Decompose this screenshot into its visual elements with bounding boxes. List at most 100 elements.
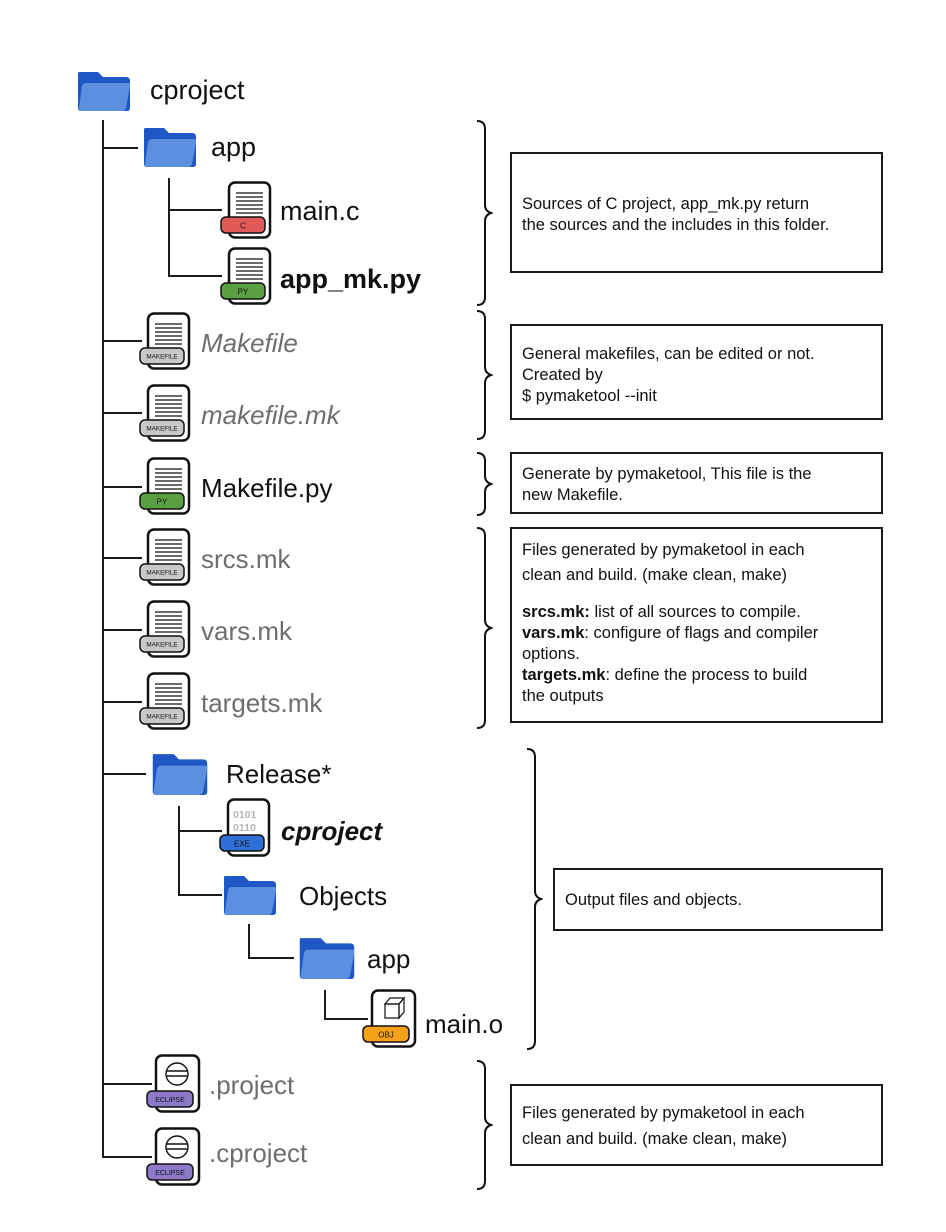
svg-text:PY: PY	[238, 288, 249, 297]
svg-text:OBJ: OBJ	[378, 1031, 394, 1040]
app-folder-label: app	[211, 132, 257, 162]
note-generated-vars: vars.mk: configure of flags and compiler	[522, 623, 871, 644]
targets-mk-label: targets.mk	[201, 688, 323, 718]
branch-line-exe	[178, 830, 222, 832]
note-sources-line2: the sources and the includes in this fol…	[522, 216, 830, 234]
note-spacer	[522, 586, 871, 602]
svg-text:ECLIPSE: ECLIPSE	[155, 1097, 185, 1104]
note-eclipse-line1: Files generated by pymaketool in each	[522, 1104, 805, 1122]
branch-line-objects	[178, 894, 222, 896]
svg-text:0110: 0110	[233, 822, 256, 834]
note-makefiles-line1: General makefiles, can be edited or not.	[522, 345, 815, 363]
root-folder-label: cproject	[150, 75, 245, 105]
note-output: Output files and objects.	[553, 868, 883, 931]
brace-makefiles	[475, 310, 493, 440]
main-c-label: main.c	[280, 196, 360, 226]
objects-folder-label: Objects	[299, 881, 388, 911]
branch-line-dot-cproject	[102, 1156, 152, 1158]
srcs-desc: list of all sources to compile.	[589, 603, 801, 621]
svg-text:EXE: EXE	[234, 840, 250, 849]
note-eclipse: Files generated by pymaketool in each cl…	[510, 1084, 883, 1166]
trunk-line-root	[102, 120, 104, 1158]
svg-text:C: C	[240, 222, 246, 231]
note-makefiles-line3: $ pymaketool --init	[522, 387, 657, 405]
dot-cproject-label: .cproject	[209, 1138, 308, 1168]
vars-key: vars.mk	[522, 624, 585, 642]
svg-text:MAKEFILE: MAKEFILE	[146, 354, 177, 361]
note-generated-targets: targets.mk: define the process to build	[522, 665, 871, 686]
brace-eclipse	[475, 1060, 493, 1190]
makefile-py-label: Makefile.py	[201, 473, 333, 503]
branch-line-objects-app	[248, 957, 294, 959]
branch-line-vars-mk	[102, 629, 142, 631]
folder-icon	[222, 874, 278, 916]
trunk-line-objects-app	[324, 990, 326, 1020]
branch-line-makefile-mk	[102, 412, 142, 414]
trunk-line-objects	[248, 924, 250, 959]
branch-line-release	[102, 773, 146, 775]
binary-file-icon: 0101 0110 EXE	[219, 798, 271, 858]
svg-text:MAKEFILE: MAKEFILE	[146, 714, 177, 721]
note-sources-line1: Sources of C project, app_mk.py return	[522, 195, 810, 213]
branch-line-srcs-mk	[102, 557, 142, 559]
folder-icon	[76, 70, 132, 112]
branch-line-main-c	[168, 209, 222, 211]
folder-icon	[150, 752, 210, 796]
folder-icon	[142, 126, 198, 168]
note-eclipse-line2: clean and build. (make clean, make)	[522, 1130, 788, 1148]
svg-text:ECLIPSE: ECLIPSE	[155, 1170, 185, 1177]
srcs-key: srcs.mk:	[522, 603, 590, 621]
svg-text:MAKEFILE: MAKEFILE	[146, 570, 177, 577]
note-sources: Sources of C project, app_mk.py return t…	[510, 152, 883, 273]
dot-project-label: .project	[209, 1070, 295, 1100]
app-mk-label: app_mk.py	[280, 264, 422, 294]
trunk-line-release	[178, 806, 180, 896]
branch-line-makefile	[102, 340, 142, 342]
eclipse-file-icon: ECLIPSE	[146, 1127, 202, 1187]
objects-app-folder-label: app	[367, 944, 411, 974]
vars-desc: : configure of flags and compiler	[584, 624, 819, 642]
makefile-label: Makefile	[201, 328, 298, 358]
note-makefiles: General makefiles, can be edited or not.…	[510, 324, 883, 420]
brace-makefile-py	[475, 452, 493, 516]
note-generated-targets2: the outputs	[522, 687, 604, 705]
file-icon: MAKEFILE	[139, 600, 191, 658]
brace-generated	[475, 527, 493, 729]
branch-line-app-mk	[168, 275, 222, 277]
exe-label: cproject	[281, 816, 383, 846]
vars-mk-label: vars.mk	[201, 616, 292, 646]
trunk-line-app	[168, 178, 170, 277]
cube-file-icon: OBJ	[362, 989, 418, 1049]
makefile-mk-label: makefile.mk	[201, 400, 340, 430]
file-icon: MAKEFILE	[139, 528, 191, 586]
targets-desc: : define the process to build	[605, 666, 808, 684]
note-makefile-py-line2: new Makefile.	[522, 486, 623, 504]
note-makefile-py: Generate by pymaketool, This file is the…	[510, 452, 883, 514]
srcs-mk-label: srcs.mk	[201, 544, 291, 574]
file-icon: PY	[139, 457, 191, 515]
file-icon: C	[220, 181, 272, 239]
note-output-line1: Output files and objects.	[565, 891, 743, 909]
svg-text:PY: PY	[157, 498, 168, 507]
note-generated-srcs: srcs.mk: list of all sources to compile.	[522, 602, 871, 623]
targets-key: targets.mk	[522, 666, 606, 684]
file-icon: MAKEFILE	[139, 312, 191, 370]
file-icon: PY	[220, 247, 272, 305]
svg-text:MAKEFILE: MAKEFILE	[146, 426, 177, 433]
branch-line-makefile-py	[102, 486, 142, 488]
branch-line-app	[102, 147, 138, 149]
brace-output	[525, 748, 543, 1050]
file-icon: MAKEFILE	[139, 384, 191, 442]
note-generated: Files generated by pymaketool in each cl…	[510, 527, 883, 723]
branch-line-main-o	[324, 1018, 368, 1020]
eclipse-file-icon: ECLIPSE	[146, 1054, 202, 1114]
file-icon: MAKEFILE	[139, 672, 191, 730]
brace-sources	[475, 120, 493, 306]
note-makefiles-line2: Created by	[522, 366, 603, 384]
note-generated-vars2: options.	[522, 645, 580, 663]
branch-line-dot-project	[102, 1083, 152, 1085]
main-o-label: main.o	[425, 1009, 504, 1039]
branch-line-targets-mk	[102, 701, 142, 703]
note-makefile-py-line1: Generate by pymaketool, This file is the	[522, 465, 812, 483]
